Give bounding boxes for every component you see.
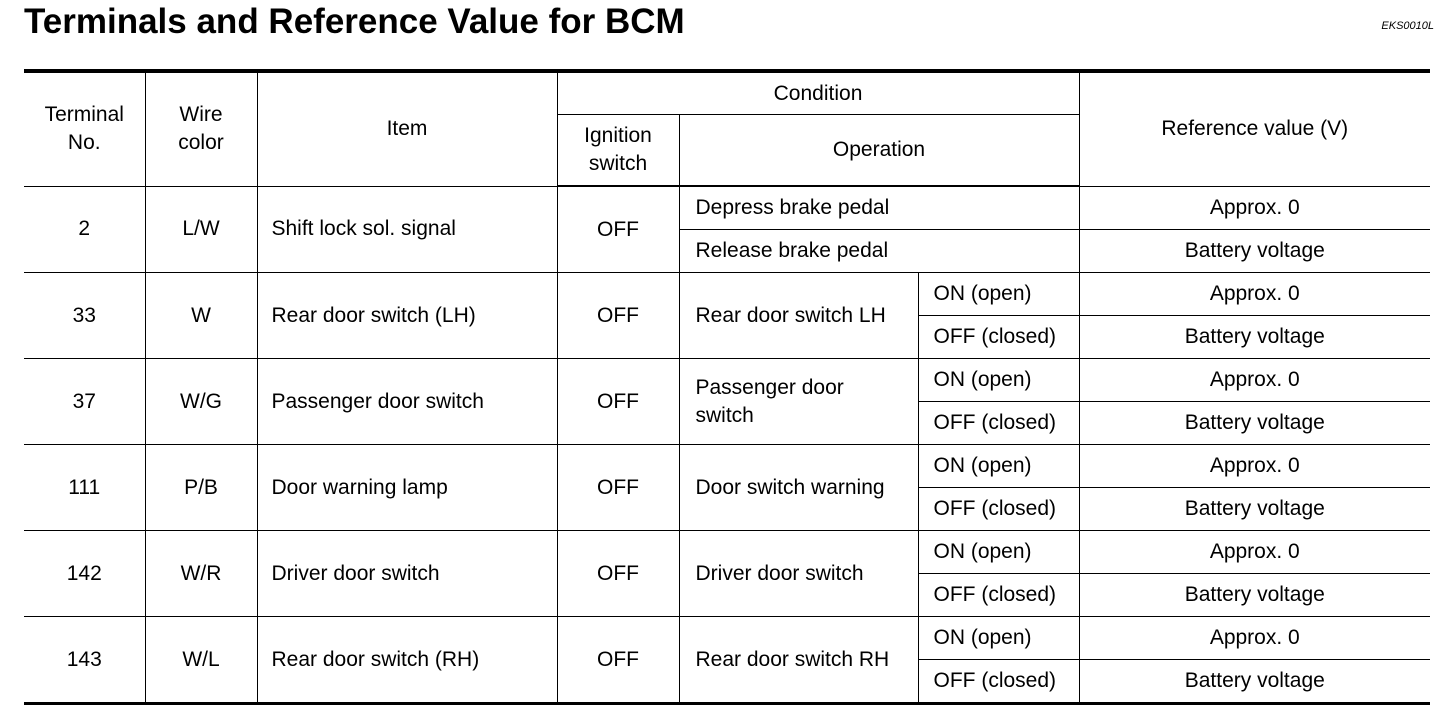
table-row: 111 P/B Door warning lamp OFF Door switc… [24, 444, 1431, 531]
item: Rear door switch (LH) [256, 272, 558, 359]
terminal-no: 142 [24, 530, 146, 617]
table-row: 33 W Rear door switch (LH) OFF Rear door… [24, 272, 1431, 359]
operation: Release brake pedal [679, 229, 1080, 273]
terminal-no: 2 [24, 185, 146, 273]
header-terminal-no: Terminal No. [24, 69, 146, 187]
ignition-switch: OFF [556, 530, 680, 617]
wire-color: W/G [144, 358, 258, 445]
operation: Door switch warning [678, 444, 919, 531]
reference-value: Approx. 0 [1078, 272, 1431, 316]
wire-color: L/W [144, 185, 258, 273]
switch-state: OFF (closed) [918, 659, 1080, 705]
reference-value: Approx. 0 [1078, 444, 1431, 488]
table-row: 142 W/R Driver door switch OFF Driver do… [24, 530, 1431, 617]
header-operation: Operation [678, 114, 1080, 187]
header-reference-value: Reference value (V) [1078, 69, 1431, 187]
table-row: OFF (closed) Battery voltage [24, 659, 1431, 705]
item: Rear door switch (RH) [256, 616, 558, 705]
operation: Rear door switch RH [678, 616, 919, 705]
ignition-switch: OFF [556, 616, 680, 705]
ignition-switch: OFF [556, 185, 680, 273]
switch-state: ON (open) [917, 444, 1080, 488]
terminal-no: 37 [24, 358, 146, 445]
item: Passenger door switch [256, 358, 558, 445]
terminal-no: 33 [24, 272, 146, 359]
header-condition: Condition [556, 69, 1080, 115]
switch-state: ON (open) [917, 272, 1080, 316]
switch-state: OFF (closed) [918, 315, 1080, 359]
operation: Rear door switch LH [678, 272, 919, 359]
reference-value: Approx. 0 [1078, 616, 1431, 660]
reference-value: Approx. 0 [1078, 358, 1431, 402]
page-title: Terminals and Reference Value for BCM [24, 2, 685, 41]
table-row: 143 W/L Rear door switch (RH) OFF Rear d… [24, 616, 1431, 705]
switch-state: OFF (closed) [918, 573, 1080, 617]
reference-value: Battery voltage [1078, 229, 1431, 273]
operation: Passenger door switch [678, 358, 919, 445]
item: Driver door switch [256, 530, 558, 617]
operation: Driver door switch [678, 530, 919, 617]
wire-color: W/R [144, 530, 258, 617]
header-item: Item [256, 69, 558, 187]
reference-value: Battery voltage [1078, 315, 1431, 359]
ignition-switch: OFF [556, 444, 680, 531]
switch-state: OFF (closed) [918, 487, 1080, 531]
operation: Depress brake pedal [678, 185, 1080, 230]
ignition-switch: OFF [556, 358, 680, 445]
terminal-no: 111 [24, 444, 146, 531]
wire-color: W/L [144, 616, 258, 705]
item: Door warning lamp [256, 444, 558, 531]
reference-value: Approx. 0 [1078, 530, 1431, 574]
ignition-switch: OFF [556, 272, 680, 359]
reference-value: Battery voltage [1078, 573, 1431, 617]
reference-value: Battery voltage [1078, 401, 1431, 445]
table-row: 37 W/G Passenger door switch OFF Passeng… [24, 358, 1431, 445]
terminal-no: 143 [24, 616, 146, 705]
reference-value: Approx. 0 [1078, 185, 1431, 230]
table-row: Release brake pedal Battery voltage [24, 229, 1431, 273]
table-row: OFF (closed) Battery voltage [24, 573, 1431, 617]
header-wire-color: Wire color [144, 69, 258, 187]
table-row: OFF (closed) Battery voltage [24, 487, 1431, 531]
reference-value: Battery voltage [1078, 659, 1431, 705]
switch-state: ON (open) [917, 358, 1080, 402]
header-ignition-switch: Ignition switch [557, 114, 680, 187]
switch-state: ON (open) [917, 616, 1080, 660]
switch-state: ON (open) [917, 530, 1080, 574]
wire-color: W [144, 272, 258, 359]
wire-color: P/B [144, 444, 258, 531]
table-row: 2 L/W Shift lock sol. signal OFF Depress… [24, 185, 1431, 273]
switch-state: OFF (closed) [918, 401, 1080, 445]
item: Shift lock sol. signal [256, 185, 558, 273]
reference-table: Terminal No. Wire color Item Condition R… [24, 69, 1431, 705]
document-code: EKS0010L [1381, 20, 1434, 32]
reference-value: Battery voltage [1078, 487, 1431, 531]
